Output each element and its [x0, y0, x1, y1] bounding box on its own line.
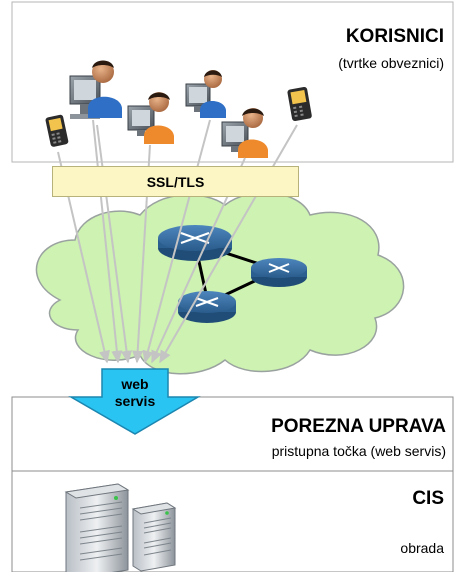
mobile-phone-icon — [287, 87, 312, 122]
users-title: KORISNICI — [345, 26, 444, 47]
mobile-phone-icon — [45, 114, 69, 147]
desktop-user-icon — [127, 92, 174, 144]
desktop-user-icon — [185, 70, 226, 118]
web-service-line2: servis — [114, 393, 156, 409]
network-cloud — [35, 192, 405, 375]
cis-subtitle: obrada — [400, 540, 444, 556]
ssl-tls-layer: SSL/TLS — [52, 166, 299, 197]
tax-authority-subtitle: pristupna točka (web servis) — [271, 443, 446, 459]
tax-authority-box — [11, 396, 454, 472]
desktop-user-icon — [221, 108, 268, 158]
desktop-user-icon — [69, 60, 122, 119]
web-service-label: web servis — [100, 376, 170, 410]
web-service-arrow — [68, 368, 201, 435]
router-icon — [178, 291, 236, 323]
router-icon — [251, 258, 307, 287]
cis-title: CIS — [412, 488, 444, 509]
web-service-line1: web — [121, 376, 149, 392]
users-subtitle: (tvrtke obveznici) — [338, 55, 444, 71]
server-icon — [64, 483, 130, 572]
tax-authority-title: POREZNA UPRAVA — [271, 416, 446, 437]
server-icon — [131, 502, 177, 572]
